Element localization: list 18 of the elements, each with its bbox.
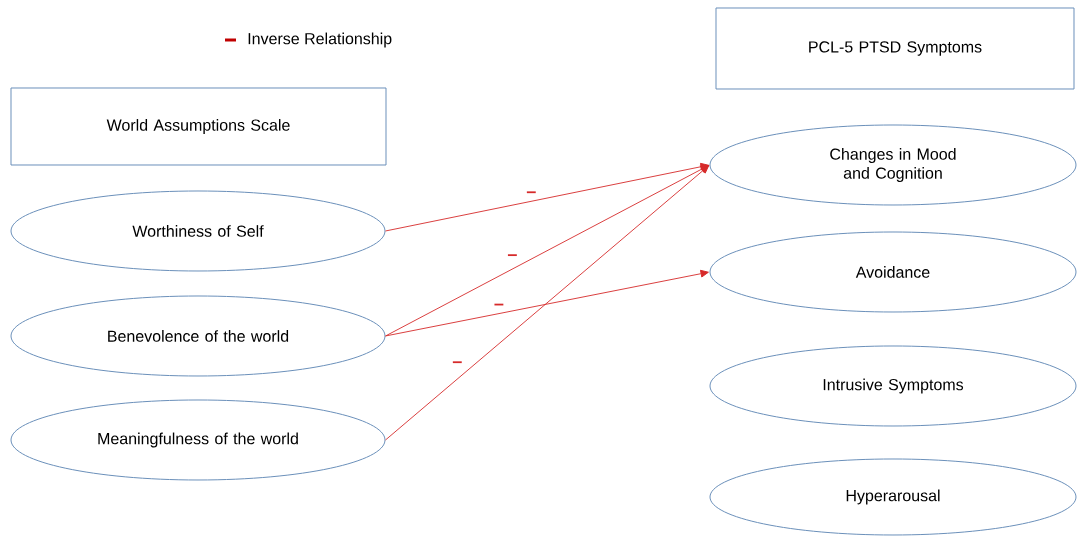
title-box: PCL-5 PTSD Symptoms — [715, 7, 1075, 90]
ellipse-node: Meaningfulness of the world — [10, 399, 386, 481]
edge-label: – — [526, 191, 536, 194]
arrow — [385, 165, 709, 337]
ellipse-node: Changes in Mood and Cognition — [709, 124, 1077, 206]
edge-label: – — [494, 303, 504, 306]
title-box: World Assumptions Scale — [10, 87, 387, 166]
edge-label: – — [507, 254, 517, 257]
legend-text: Inverse Relationship — [248, 32, 392, 48]
arrow — [385, 269, 709, 337]
ellipse-node: Worthiness of Self — [10, 190, 386, 272]
ellipse-node: Avoidance — [709, 231, 1077, 313]
arrow — [385, 162, 709, 232]
ellipse-node: Benevolence of the world — [10, 295, 386, 377]
ellipse-node: Hyperarousal — [709, 458, 1077, 536]
ellipse-node: Intrusive Symptoms — [709, 345, 1077, 427]
edge-label: – — [452, 361, 462, 364]
arrow — [385, 165, 710, 441]
